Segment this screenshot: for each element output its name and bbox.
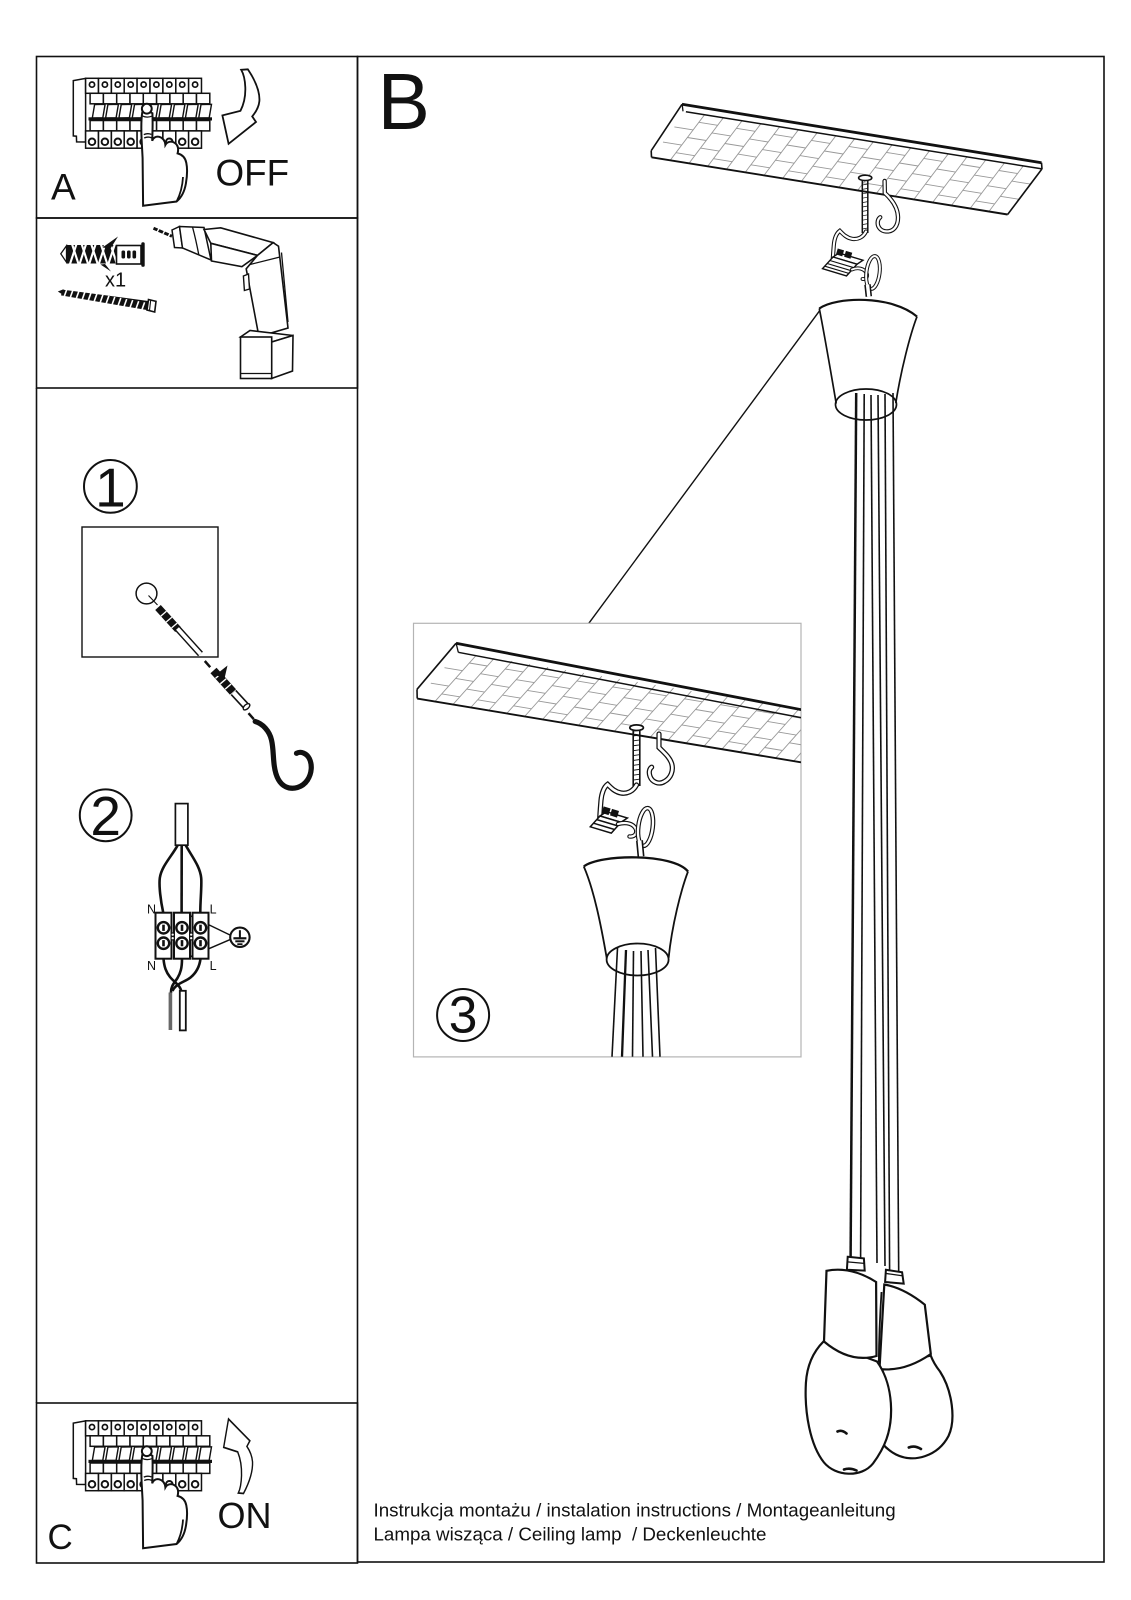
- svg-text:A: A: [51, 167, 76, 208]
- svg-text:3: 3: [449, 986, 478, 1044]
- svg-text:x1: x1: [105, 270, 126, 292]
- svg-text:ON: ON: [218, 1495, 272, 1536]
- svg-text:1: 1: [95, 457, 126, 519]
- svg-text:OFF: OFF: [216, 153, 290, 194]
- svg-text:2: 2: [90, 785, 121, 847]
- svg-text:C: C: [48, 1518, 73, 1557]
- svg-text:N: N: [147, 959, 156, 973]
- svg-text:L: L: [210, 903, 217, 917]
- svg-text:Instrukcja montażu / instalati: Instrukcja montażu / instalation instruc…: [374, 1499, 896, 1520]
- svg-text:Lampa wisząca / Ceiling lamp: Lampa wisząca / Ceiling lamp / Deckenleu…: [374, 1523, 767, 1544]
- svg-text:L: L: [210, 959, 217, 973]
- svg-text:N: N: [147, 903, 156, 917]
- svg-text:B: B: [378, 56, 430, 146]
